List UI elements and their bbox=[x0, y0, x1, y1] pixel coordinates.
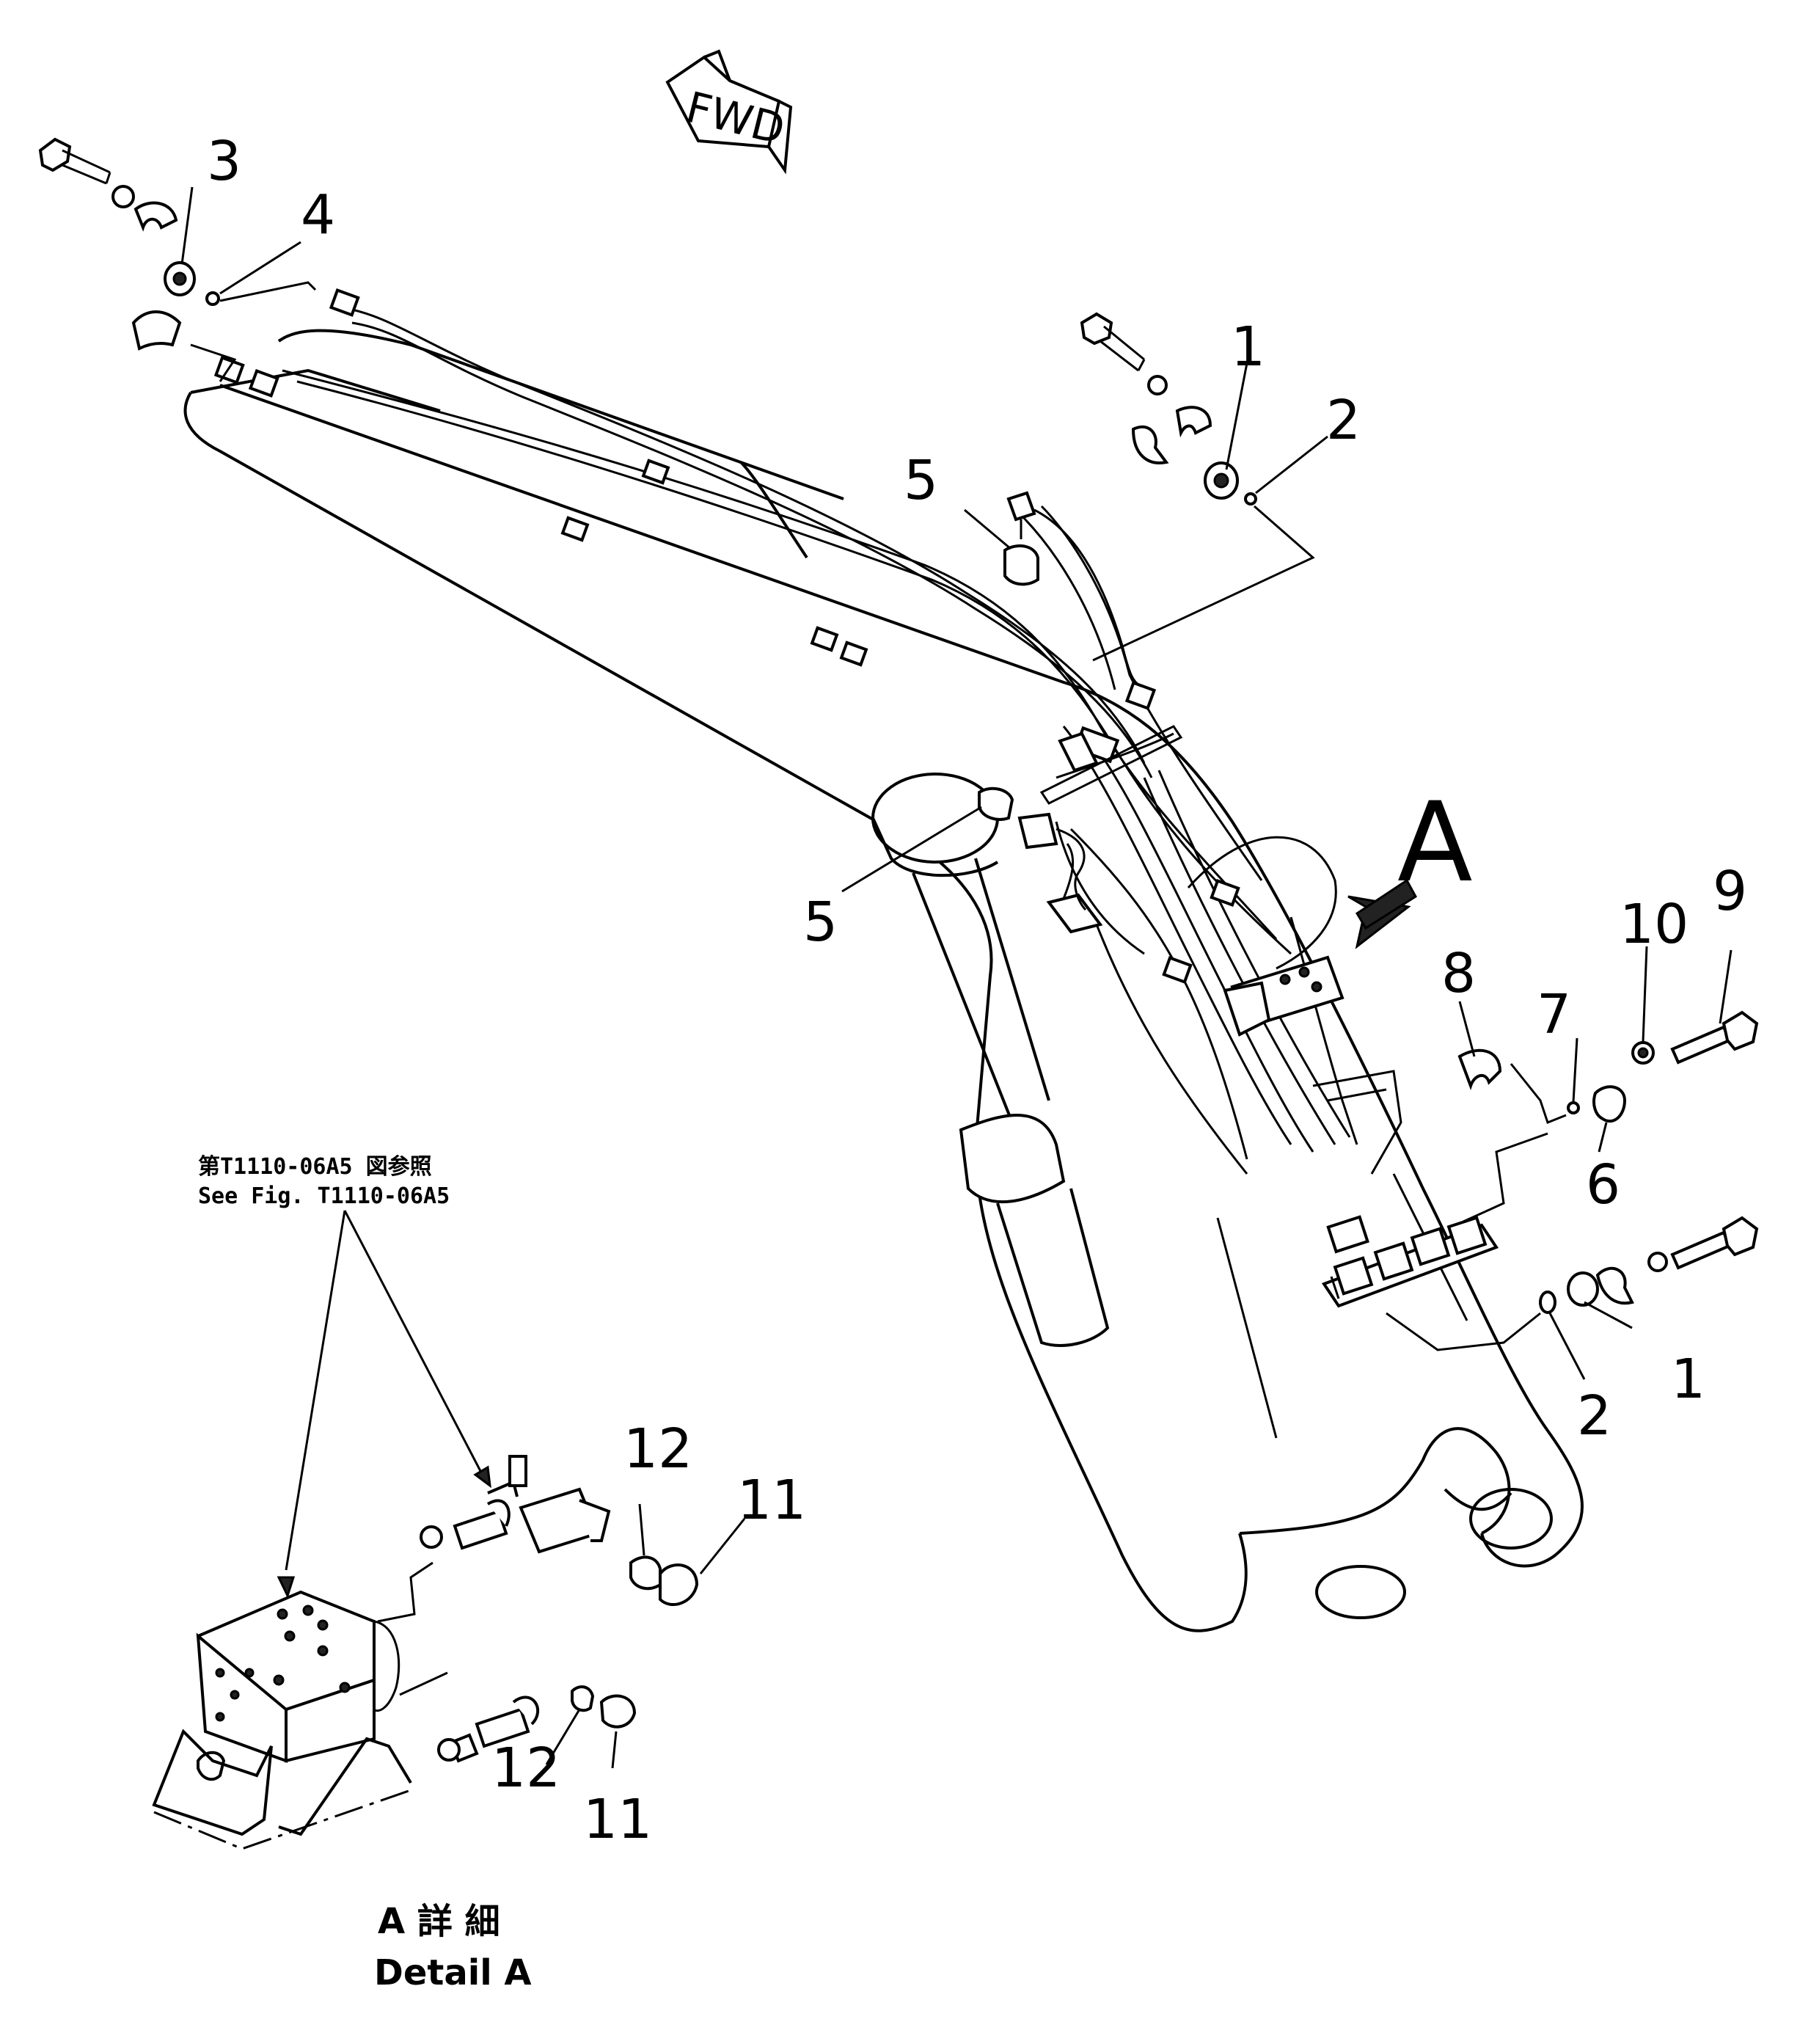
callout-12-upper: 12 bbox=[623, 1417, 692, 1481]
detail-a-assembly: 第T1110-06A5 図参照 See Fig. T1110-06A5 A 詳 … bbox=[152, 1154, 699, 1993]
callout-6: 6 bbox=[1586, 1153, 1620, 1216]
callout-7: 7 bbox=[1537, 983, 1571, 1046]
reference-note-en: See Fig. T1110-06A5 bbox=[198, 1183, 450, 1209]
callout-1: 1 bbox=[1231, 315, 1265, 379]
callout-10: 10 bbox=[1620, 893, 1689, 956]
detail-caption-en: Detail A bbox=[374, 1952, 532, 1993]
detail-a-letter: A bbox=[1397, 779, 1473, 907]
clamp-set-top-left bbox=[38, 137, 317, 382]
diverter-valve bbox=[1223, 955, 1344, 1037]
callout-3: 3 bbox=[207, 130, 241, 193]
clamp-set-top-right bbox=[1080, 312, 1315, 662]
callout-9: 9 bbox=[1713, 860, 1747, 923]
callout-1-lower: 1 bbox=[1671, 1348, 1705, 1411]
fwd-label: FWD bbox=[681, 82, 790, 155]
detail-a-arrow: A bbox=[1347, 779, 1473, 949]
hydraulic-lines bbox=[282, 307, 1358, 1175]
callout-4: 4 bbox=[301, 183, 335, 247]
clamp-set-right bbox=[1457, 1010, 1759, 1223]
callout-labels: 1 2 3 4 5 5 6 7 8 9 10 1 2 11 12 11 12 bbox=[207, 130, 1747, 1851]
callout-11-upper: 11 bbox=[737, 1469, 806, 1532]
leader-lines bbox=[180, 186, 1733, 1769]
reference-note-jp: 第T1110-06A5 図参照 bbox=[198, 1154, 432, 1180]
callout-2-lower: 2 bbox=[1577, 1384, 1611, 1448]
upper-bracket bbox=[1039, 725, 1183, 805]
fitting-5-lower bbox=[978, 786, 1087, 911]
clamp-set-lower-right bbox=[1386, 1216, 1759, 1351]
callout-5: 5 bbox=[904, 449, 938, 512]
boom-cylinder bbox=[871, 773, 1110, 1347]
callout-12-lower: 12 bbox=[491, 1737, 560, 1800]
callout-5-lower: 5 bbox=[803, 891, 838, 954]
callout-11-lower: 11 bbox=[583, 1788, 652, 1851]
lower-manifold bbox=[1312, 1070, 1499, 1308]
fitting-5-upper bbox=[1003, 491, 1141, 687]
detail-caption-jp: A 詳 細 bbox=[378, 1901, 500, 1942]
boom bbox=[183, 329, 1584, 1632]
callout-8: 8 bbox=[1441, 942, 1476, 1005]
fwd-arrow: FWD bbox=[665, 49, 793, 175]
callout-2: 2 bbox=[1326, 389, 1361, 452]
